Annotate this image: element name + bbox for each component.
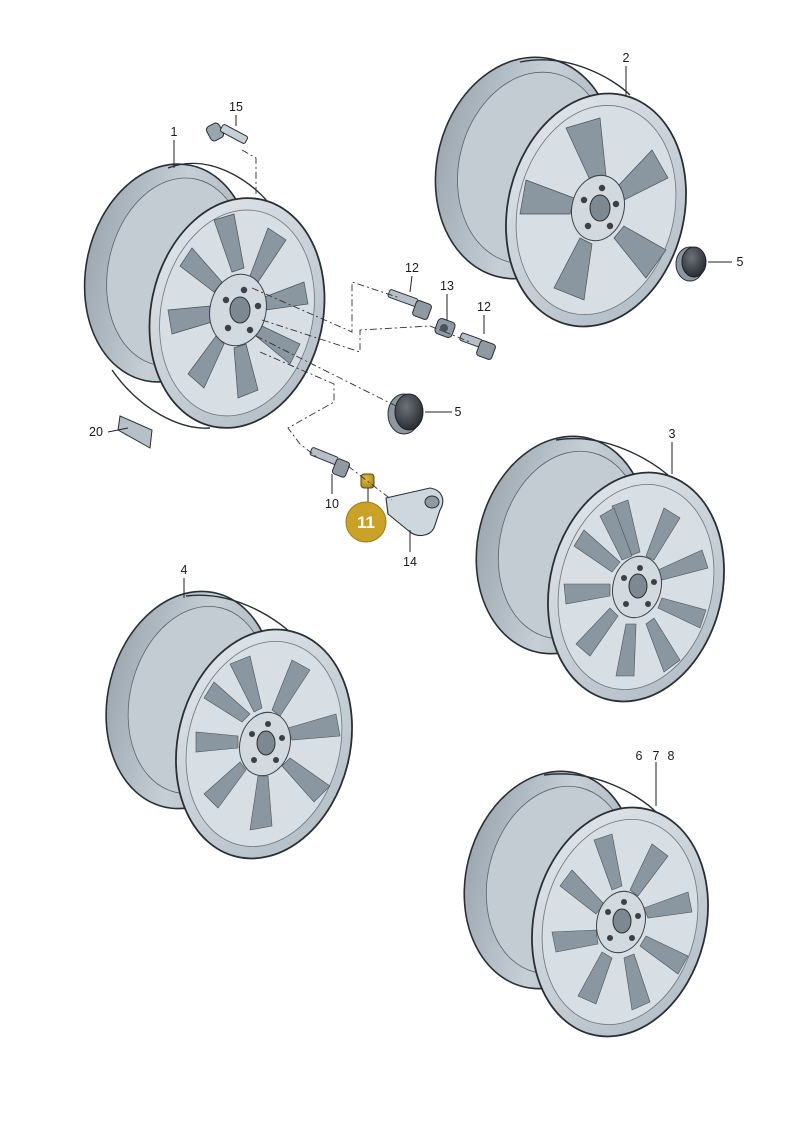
spoke-windows bbox=[519, 117, 669, 301]
valve-nut-icon[interactable] bbox=[360, 473, 375, 489]
center-cap-icon[interactable] bbox=[675, 246, 707, 282]
callout-5-top[interactable]: 5 bbox=[737, 255, 744, 269]
callout-2[interactable]: 2 bbox=[623, 51, 630, 65]
valve-bolt-icon[interactable] bbox=[309, 447, 351, 478]
balance-weight-icon[interactable] bbox=[117, 415, 153, 449]
wheel-rim-3[interactable] bbox=[454, 418, 748, 720]
pressure-sensor-icon[interactable] bbox=[385, 487, 444, 537]
callout-1[interactable]: 1 bbox=[171, 125, 178, 139]
leader-lines bbox=[107, 66, 732, 806]
callout-11[interactable]: 11 bbox=[357, 513, 375, 532]
spoke-windows bbox=[563, 499, 709, 677]
assembly-lines bbox=[241, 149, 471, 501]
callout-20[interactable]: 20 bbox=[89, 425, 103, 439]
callout-12-top[interactable]: 12 bbox=[405, 261, 419, 275]
wheel-rim-1[interactable] bbox=[65, 148, 345, 444]
callout-15[interactable]: 15 bbox=[229, 100, 243, 114]
callouts: 1 15 2 5 5 12 13 12 20 10 14 3 4 6 7 8 bbox=[89, 51, 743, 763]
wheel-rim-2[interactable] bbox=[413, 38, 710, 346]
highlighted-callout-11[interactable]: 11 bbox=[345, 501, 387, 543]
spoke-windows bbox=[551, 833, 693, 1011]
wheel-rim-6-7-8[interactable] bbox=[442, 753, 732, 1055]
wheel-bolt-icon[interactable] bbox=[459, 332, 496, 360]
callout-12-bottom[interactable]: 12 bbox=[477, 300, 491, 314]
callout-10[interactable]: 10 bbox=[325, 497, 339, 511]
callout-14[interactable]: 14 bbox=[403, 555, 417, 569]
spoke-windows bbox=[167, 213, 309, 399]
callout-4[interactable]: 4 bbox=[181, 563, 188, 577]
callout-8[interactable]: 8 bbox=[668, 749, 675, 763]
spoke-windows bbox=[195, 655, 341, 831]
callout-13[interactable]: 13 bbox=[440, 279, 454, 293]
bolt-holes bbox=[222, 286, 262, 334]
wheel-bolt-icon[interactable] bbox=[387, 289, 433, 320]
callout-3[interactable]: 3 bbox=[669, 427, 676, 441]
callout-7[interactable]: 7 bbox=[653, 749, 660, 763]
callout-5-mid[interactable]: 5 bbox=[455, 405, 462, 419]
center-cap-icon[interactable] bbox=[387, 393, 424, 435]
valve-stem-icon[interactable] bbox=[205, 122, 249, 144]
wheel-rim-4[interactable] bbox=[84, 573, 376, 877]
callout-6[interactable]: 6 bbox=[636, 749, 643, 763]
nut-icon[interactable] bbox=[434, 317, 456, 338]
